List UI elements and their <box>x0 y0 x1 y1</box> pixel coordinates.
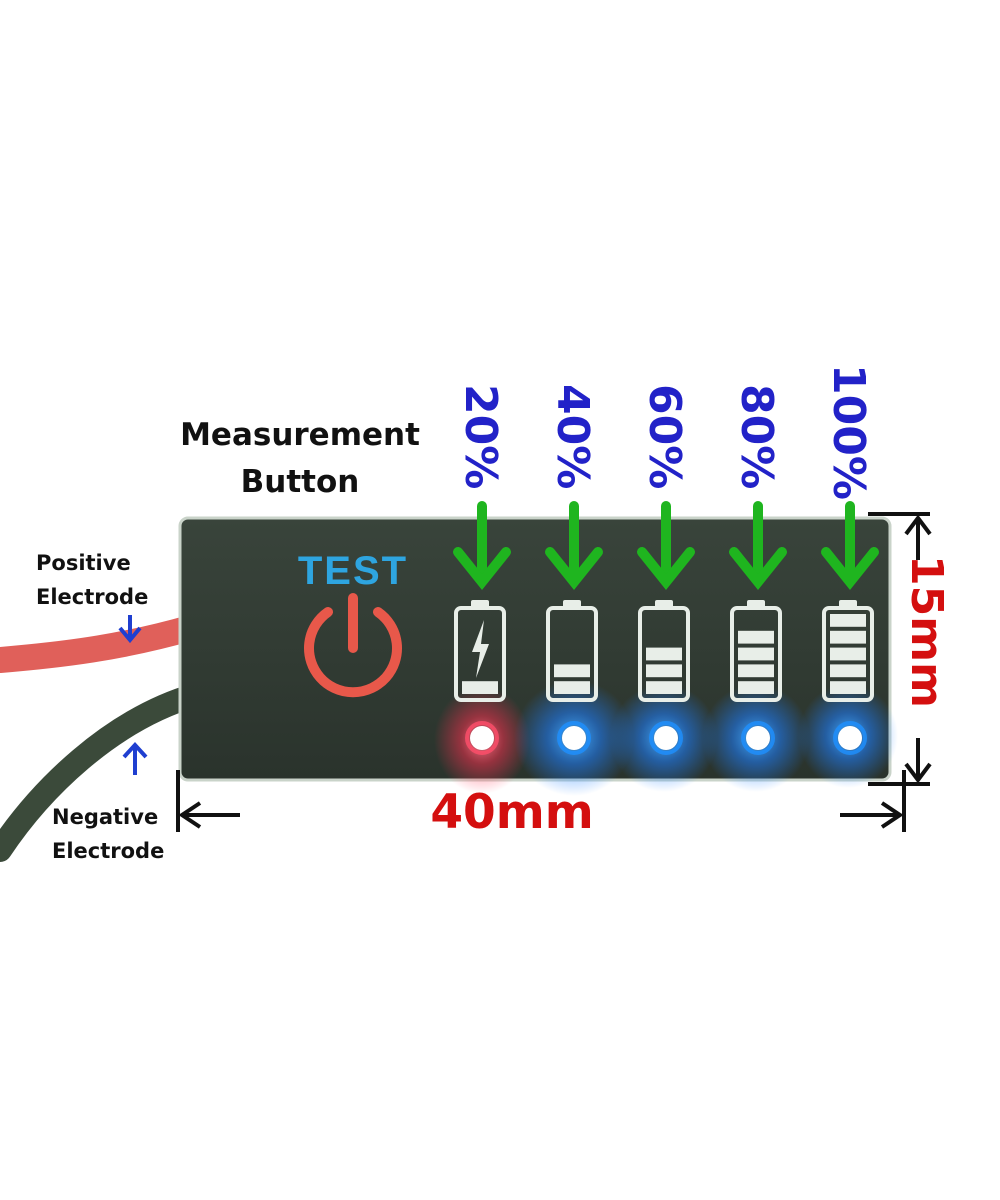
arrow-down-icon <box>821 501 879 591</box>
negative-wire <box>0 683 207 862</box>
battery-icon <box>822 600 874 702</box>
status-led <box>746 726 770 750</box>
battery-icon <box>546 600 598 702</box>
height-dimension-markers <box>868 512 932 786</box>
status-led <box>654 726 678 750</box>
test-label: TEST <box>297 549 409 593</box>
positive-electrode-label: Positive Electrode <box>36 551 149 609</box>
arrow-down-icon <box>729 501 787 591</box>
arrow-down-icon <box>545 501 603 591</box>
battery-icon <box>454 600 506 702</box>
width-dimension-label: 40mm <box>430 785 594 840</box>
battery-icon <box>730 600 782 702</box>
negative-electrode-label: Negative Electrode <box>52 805 165 863</box>
lightning-icon <box>472 620 489 678</box>
battery-icon <box>638 600 690 702</box>
arrow-down-icon <box>637 501 695 591</box>
level-label-40: 40% <box>547 384 598 490</box>
led-glows <box>434 680 898 796</box>
arrow-down-icon <box>453 501 511 591</box>
positive-arrow-icon <box>118 615 142 644</box>
level-label-60: 60% <box>639 384 690 490</box>
status-led <box>470 726 494 750</box>
positive-wire <box>0 615 203 673</box>
level-label-100: 100% <box>823 364 874 500</box>
level-label-80: 80% <box>731 384 782 490</box>
negative-arrow-icon <box>122 742 148 775</box>
level-label-20: 20% <box>455 384 506 490</box>
status-led <box>838 726 862 750</box>
power-icon <box>304 593 402 698</box>
width-dimension-markers <box>176 770 906 832</box>
measurement-button-label: Measurement Button <box>180 417 420 500</box>
status-led <box>562 726 586 750</box>
height-dimension-label: 15mm <box>901 555 952 708</box>
